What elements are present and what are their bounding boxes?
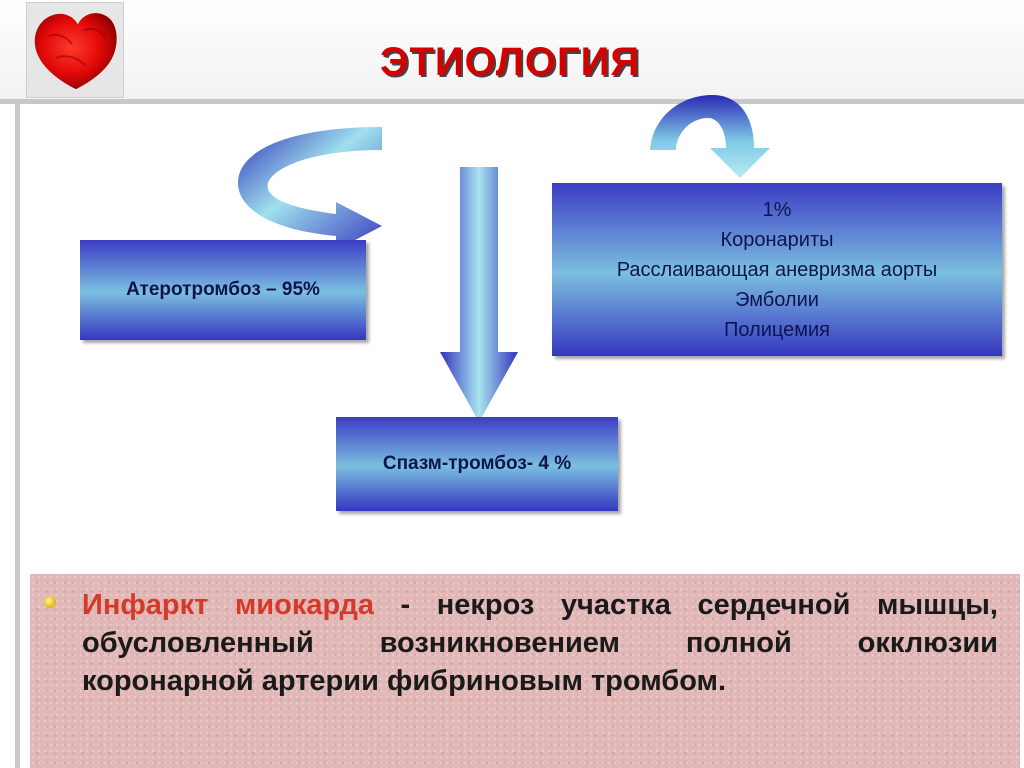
atherothrombosis-label: Атеротромбоз – 95% (126, 279, 320, 300)
other-cause-item: Полицемия (723, 318, 830, 341)
curved-arrow-to-atherothrombosis (238, 127, 382, 250)
other-cause-item: Расслаивающая аневризма аорты (616, 258, 938, 281)
other-causes-box: 1% Коронариты Расслаивающая аневризма ао… (552, 183, 1002, 356)
header-band (0, 0, 1024, 100)
definition-panel (30, 574, 1020, 768)
other-cause-item: Коронариты (720, 228, 834, 251)
down-arrow-to-spasm (440, 167, 518, 422)
vertical-rule (15, 99, 20, 768)
definition-term: Инфаркт миокарда (82, 589, 374, 621)
other-cause-item: Эмболии (735, 288, 819, 311)
page-title: ЭТИОЛОГИЯ (380, 40, 641, 84)
horizontal-rule (0, 99, 1024, 104)
heart-icon (26, 2, 124, 98)
curved-arrow-to-other-causes (650, 95, 770, 178)
bullet-icon (44, 596, 56, 608)
spasm-thrombosis-label: Спазм-тромбоз- 4 % (382, 453, 572, 474)
spasm-thrombosis-box: Спазм-тромбоз- 4 % (336, 417, 618, 511)
definition-separator: - (374, 589, 437, 621)
definition-body: некроз участка сердечной мышцы, обусловл… (82, 589, 998, 697)
definition-text: Инфаркт миокарда - некроз участка сердеч… (82, 586, 998, 700)
other-causes-percent: 1% (762, 198, 792, 221)
atherothrombosis-box: Атеротромбоз – 95% (80, 240, 366, 340)
